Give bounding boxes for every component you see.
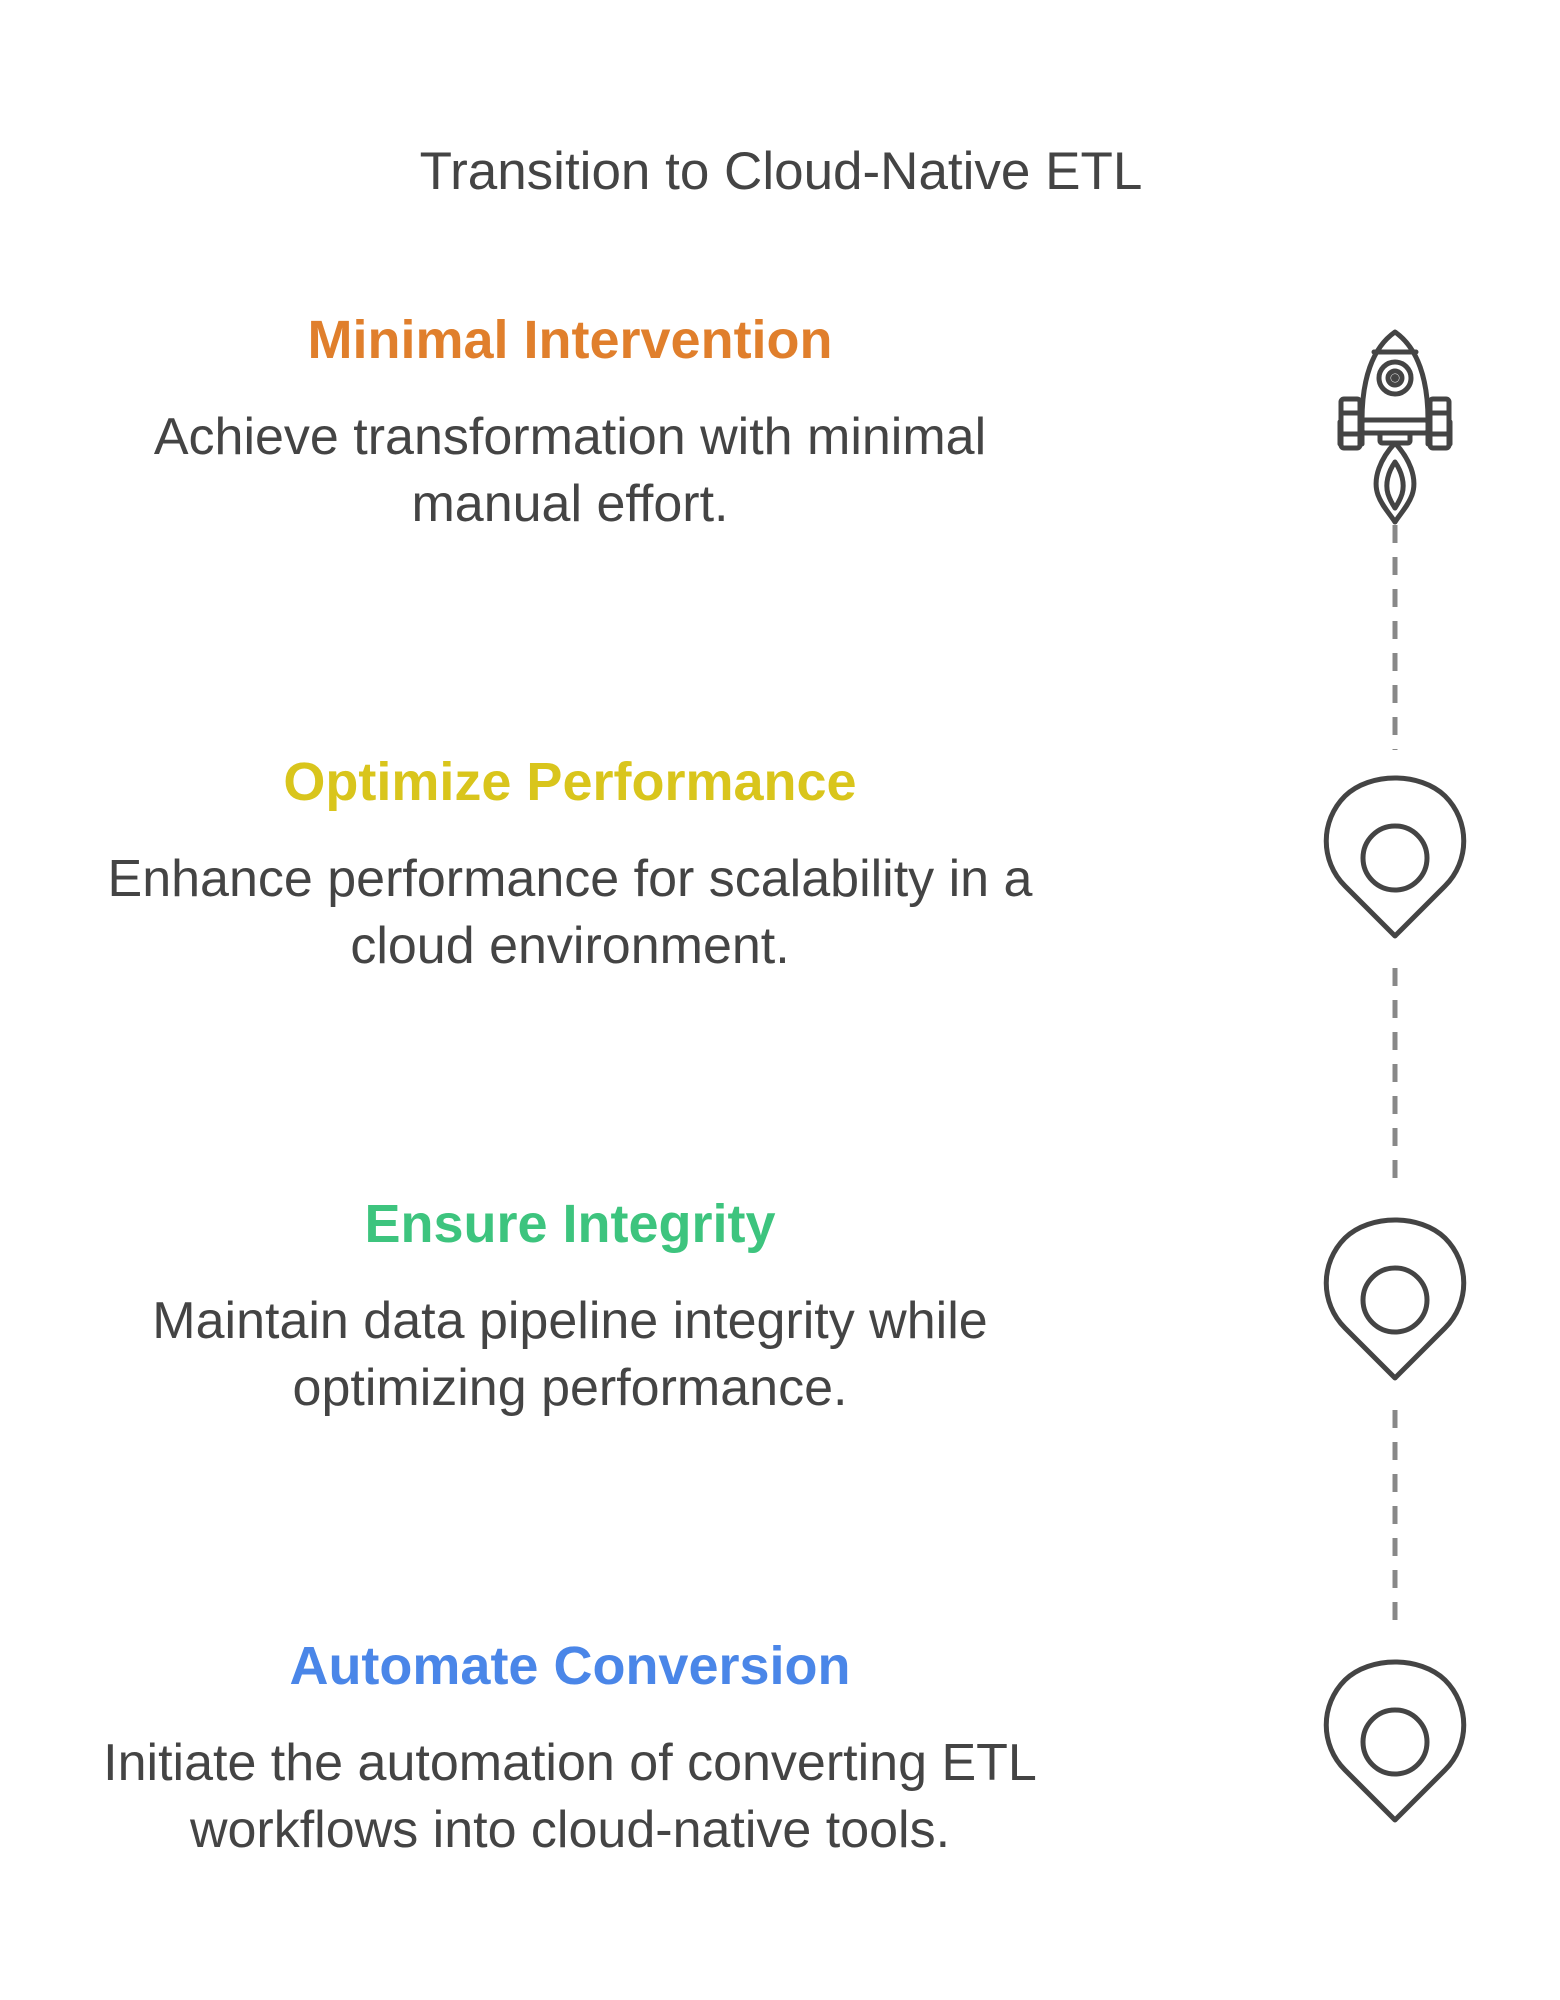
map-pin-icon bbox=[1323, 1217, 1467, 1381]
step-ensure-integrity: Ensure Integrity Maintain data pipeline … bbox=[40, 1192, 1100, 1422]
step-title: Ensure Integrity bbox=[364, 1194, 776, 1254]
step-title: Automate Conversion bbox=[289, 1636, 851, 1696]
step-minimal-intervention: Minimal Intervention Achieve transformat… bbox=[40, 308, 1100, 538]
step-title: Optimize Performance bbox=[283, 752, 857, 812]
page-title: Transition to Cloud-Native ETL bbox=[0, 140, 1560, 204]
step-description: Enhance performance for scalability in a… bbox=[107, 850, 1033, 975]
rocket-icon bbox=[1337, 329, 1453, 525]
step-description: Initiate the automation of converting ET… bbox=[103, 1734, 1037, 1859]
step-automate-conversion: Automate Conversion Initiate the automat… bbox=[40, 1634, 1100, 1864]
step-description: Achieve transformation with minimal manu… bbox=[153, 408, 987, 533]
step-title: Minimal Intervention bbox=[307, 310, 833, 370]
map-pin-icon bbox=[1323, 1659, 1467, 1823]
step-description: Maintain data pipeline integrity while o… bbox=[152, 1292, 988, 1417]
page-title-text: Transition to Cloud-Native ETL bbox=[419, 142, 1143, 201]
step-optimize-performance: Optimize Performance Enhance performance… bbox=[40, 750, 1100, 980]
map-pin-icon bbox=[1323, 775, 1467, 939]
